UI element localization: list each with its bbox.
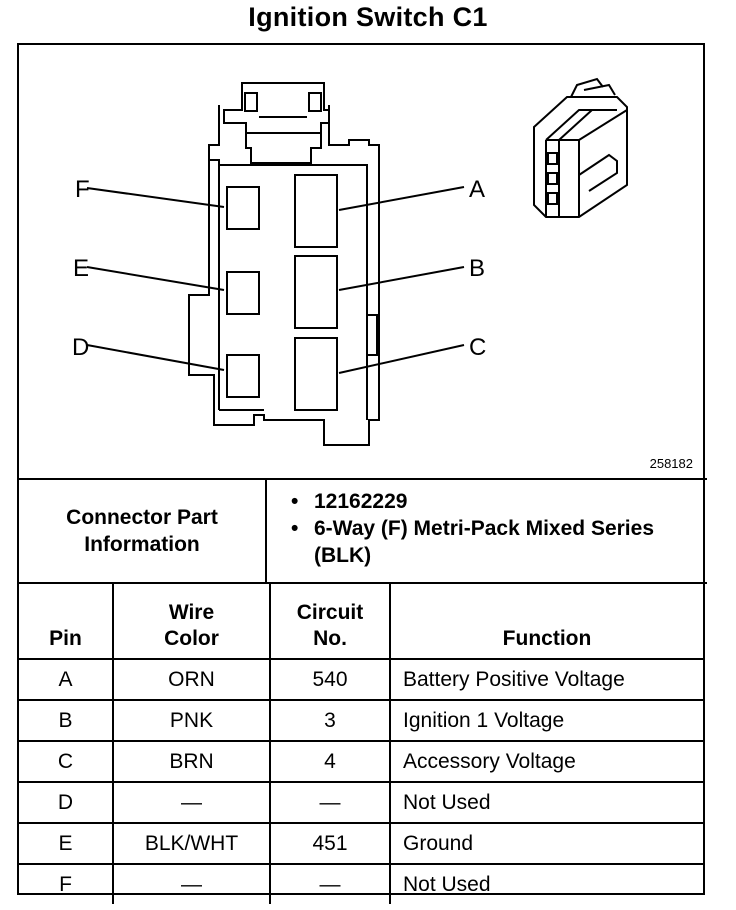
pin-cell: F (19, 863, 114, 904)
connector-info-list: 12162229 6-Way (F) Metri-Pack Mixed Seri… (287, 488, 654, 569)
table-row: A ORN 540 Battery Positive Voltage (19, 658, 703, 701)
table-row: F — — Not Used (19, 863, 703, 904)
table-header-row: Pin Wire Color Circuit No. Function (19, 584, 703, 660)
pin-cell: E (19, 822, 114, 865)
wire-color-cell: PNK (112, 699, 271, 742)
part-number: 12162229 (287, 488, 654, 515)
function-cell: Ground (389, 822, 703, 865)
wire-color-cell: — (112, 781, 271, 824)
function-cell: Accessory Voltage (389, 740, 703, 783)
connector-face-drawing: F E D A B C (72, 77, 628, 446)
col-header-pin: Pin (19, 584, 114, 660)
function-cell: Battery Positive Voltage (389, 658, 703, 701)
circuit-cell: 4 (269, 740, 391, 783)
connector-frame: F E D A B C (17, 43, 707, 904)
cavity-e (226, 271, 260, 315)
circuit-cell: 540 (269, 658, 391, 701)
circuit-cell: 3 (269, 699, 391, 742)
pin-cell: D (19, 781, 114, 824)
cavity-a (294, 174, 338, 248)
pin-label-e: E (73, 255, 89, 282)
circuit-cell: 451 (269, 822, 391, 865)
function-cell: Not Used (389, 781, 703, 824)
circuit-cell: — (269, 781, 391, 824)
pin-label-b: B (469, 255, 485, 282)
pin-label-c: C (469, 334, 486, 361)
pin-cell: C (19, 740, 114, 783)
wire-color-cell: ORN (112, 658, 271, 701)
pin-label-f: F (75, 176, 90, 203)
table-row: D — — Not Used (19, 781, 703, 824)
function-cell: Ignition 1 Voltage (389, 699, 703, 742)
col-header-wire-color: Wire Color (112, 584, 271, 660)
function-cell: Not Used (389, 863, 703, 904)
table-row: E BLK/WHT 451 Ground (19, 822, 703, 865)
connector-part-info: Connector Part Information 12162229 6-Wa… (19, 480, 707, 584)
circuit-cell: — (269, 863, 391, 904)
table-row: B PNK 3 Ignition 1 Voltage (19, 699, 703, 742)
pin-cell: A (19, 658, 114, 701)
wire-color-cell: — (112, 863, 271, 904)
pin-label-a: A (469, 176, 485, 203)
connector-isometric-view (533, 77, 628, 218)
col-header-function: Function (389, 584, 703, 660)
col-header-circuit: Circuit No. (269, 584, 391, 660)
wire-color-cell: BLK/WHT (112, 822, 271, 865)
connector-diagram: F E D A B C (19, 45, 707, 480)
cavity-d (226, 354, 260, 398)
connector-description: 6-Way (F) Metri-Pack Mixed Series (BLK) (287, 515, 654, 569)
pin-label-d: D (72, 334, 89, 361)
figure-number: 258182 (649, 456, 693, 471)
connector-info-label: Connector Part Information (19, 480, 267, 582)
cavity-c (294, 337, 338, 411)
pin-cell: B (19, 699, 114, 742)
wire-color-cell: BRN (112, 740, 271, 783)
pin-table: Pin Wire Color Circuit No. Function A OR… (19, 584, 703, 904)
cavity-f (226, 186, 260, 230)
table-row: C BRN 4 Accessory Voltage (19, 740, 703, 783)
page-title: Ignition Switch C1 (248, 2, 488, 32)
cavity-b (294, 255, 338, 329)
